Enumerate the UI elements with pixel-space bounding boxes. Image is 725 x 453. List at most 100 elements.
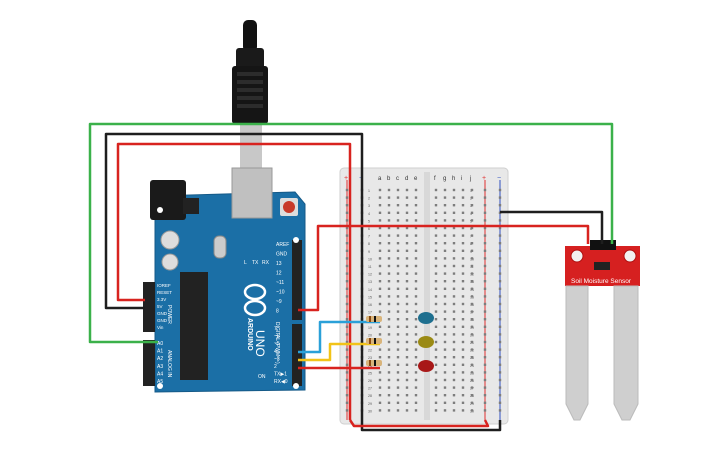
breadboard-hole (387, 318, 391, 321)
breadboard-hole (396, 409, 400, 412)
breadboard-hole (443, 280, 447, 283)
wire-black-sensor-gnd (500, 210, 604, 244)
breadboard-hole (396, 219, 400, 222)
breadboard-hole (345, 356, 349, 359)
breadboard-hole (470, 211, 474, 214)
breadboard-hole (396, 318, 400, 321)
breadboard-hole (405, 325, 409, 328)
breadboard-hole (396, 348, 400, 351)
breadboard-hole (378, 356, 382, 359)
breadboard-hole (470, 371, 474, 374)
breadboard-hole (461, 249, 465, 252)
breadboard-hole (387, 242, 391, 245)
analog-pin-label: A3 (157, 364, 163, 370)
breadboard-hole (452, 386, 456, 389)
breadboard-hole (387, 219, 391, 222)
breadboard-hole (405, 204, 409, 207)
breadboard-hole (452, 242, 456, 245)
breadboard-hole (443, 363, 447, 366)
breadboard-hole (461, 196, 465, 199)
right-rail-minus: − (497, 175, 501, 182)
breadboard-hole (414, 287, 418, 290)
analog-pin-label: A0 (157, 341, 163, 347)
breadboard-column-label: d (405, 176, 408, 182)
breadboard-hole (434, 204, 438, 207)
digital-header-bottom (292, 324, 302, 386)
breadboard-hole (405, 310, 409, 313)
breadboard-hole (470, 340, 474, 344)
breadboard-hole (387, 409, 391, 412)
led-blue (418, 312, 434, 324)
breadboard-hole (470, 409, 474, 412)
breadboard-hole (414, 409, 418, 412)
breadboard-hole (498, 325, 502, 328)
power-header (143, 282, 155, 332)
digital-pin-label: 12 (276, 271, 282, 277)
breadboard-hole (483, 356, 487, 359)
breadboard-hole (498, 242, 502, 245)
breadboard-hole (434, 211, 438, 214)
breadboard-hole (483, 401, 487, 404)
breadboard-hole (387, 204, 391, 207)
breadboard-hole (461, 295, 465, 298)
breadboard-hole (434, 196, 438, 199)
digital-pin-label: ~11 (276, 280, 284, 286)
breadboard-hole (443, 348, 447, 351)
breadboard-hole (443, 242, 447, 245)
breadboard-hole (434, 226, 438, 230)
breadboard-hole (470, 287, 474, 290)
breadboard-hole (452, 318, 456, 321)
breadboard-hole (483, 249, 487, 252)
breadboard-hole (461, 219, 465, 222)
breadboard-hole (345, 204, 349, 207)
breadboard-hole (396, 249, 400, 252)
breadboard-hole (452, 287, 456, 290)
breadboard-hole (498, 302, 502, 306)
breadboard-hole (498, 249, 502, 252)
breadboard-row-number: 10 (368, 257, 372, 261)
breadboard-hole (483, 264, 487, 268)
power-pin-label: 5V (157, 304, 163, 309)
breadboard-hole (470, 325, 474, 328)
breadboard-hole (405, 287, 409, 290)
breadboard-hole (405, 295, 409, 298)
breadboard-hole (483, 196, 487, 199)
breadboard-hole (443, 188, 447, 192)
breadboard-hole (483, 363, 487, 366)
breadboard-hole (396, 333, 400, 336)
breadboard-hole (405, 226, 409, 230)
digital-pin-label: ~3 (274, 356, 280, 362)
breadboard-row-number: 3 (368, 204, 370, 208)
breadboard-hole (443, 219, 447, 222)
breadboard-hole (498, 280, 502, 283)
breadboard-hole (483, 325, 487, 328)
breadboard-row-number: 11 (368, 265, 372, 269)
breadboard-hole (452, 348, 456, 351)
digital-pin-label: TX▶1 (274, 372, 287, 378)
breadboard-hole (461, 386, 465, 389)
breadboard-hole (483, 219, 487, 222)
breadboard-hole (452, 257, 456, 260)
power-pin-label: GND (157, 311, 168, 316)
breadboard-hole (405, 302, 409, 306)
breadboard-hole (378, 386, 382, 389)
breadboard-hole (443, 234, 447, 237)
breadboard-hole (443, 272, 447, 275)
breadboard-hole (396, 302, 400, 306)
breadboard-hole (378, 401, 382, 404)
breadboard-hole (378, 196, 382, 199)
breadboard-hole (461, 302, 465, 306)
breadboard-hole (443, 371, 447, 374)
breadboard-hole (483, 409, 487, 412)
breadboard-hole (452, 249, 456, 252)
breadboard-hole (443, 356, 447, 359)
breadboard-hole (461, 394, 465, 397)
breadboard-hole (396, 264, 400, 268)
breadboard-hole (434, 219, 438, 222)
breadboard-hole (405, 257, 409, 260)
